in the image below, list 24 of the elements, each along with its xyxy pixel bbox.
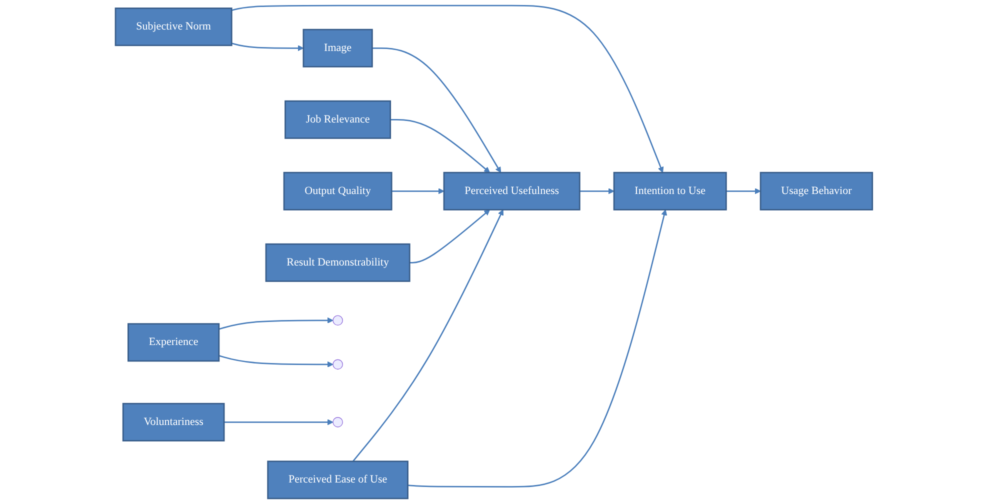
node-box: Voluntariness xyxy=(122,402,224,442)
arrow xyxy=(231,42,304,52)
node-box: Perceived Ease of Use xyxy=(266,460,408,500)
node-box: Output Quality xyxy=(282,172,392,210)
node-box: Experience xyxy=(127,323,220,362)
node-box: Job Relevance xyxy=(284,100,391,139)
arrow xyxy=(579,188,614,194)
arrow xyxy=(352,209,504,462)
arrow xyxy=(218,355,333,368)
arrow xyxy=(407,209,667,488)
node-box: Usage Behavior xyxy=(759,172,873,210)
node-box: Image xyxy=(302,28,372,68)
arrow xyxy=(218,317,333,330)
node-box: Subjective Norm xyxy=(114,8,232,46)
arrow xyxy=(372,47,501,173)
node-box: Perceived Usefulness xyxy=(442,172,580,210)
arrow xyxy=(391,188,444,194)
arrow xyxy=(224,419,333,426)
arrow xyxy=(726,188,760,194)
node-box: Result Demonstrability xyxy=(264,243,410,282)
node-box: Intention to Use xyxy=(612,172,726,210)
arrow xyxy=(409,209,490,264)
arrow xyxy=(231,4,664,173)
arrow xyxy=(390,118,490,173)
